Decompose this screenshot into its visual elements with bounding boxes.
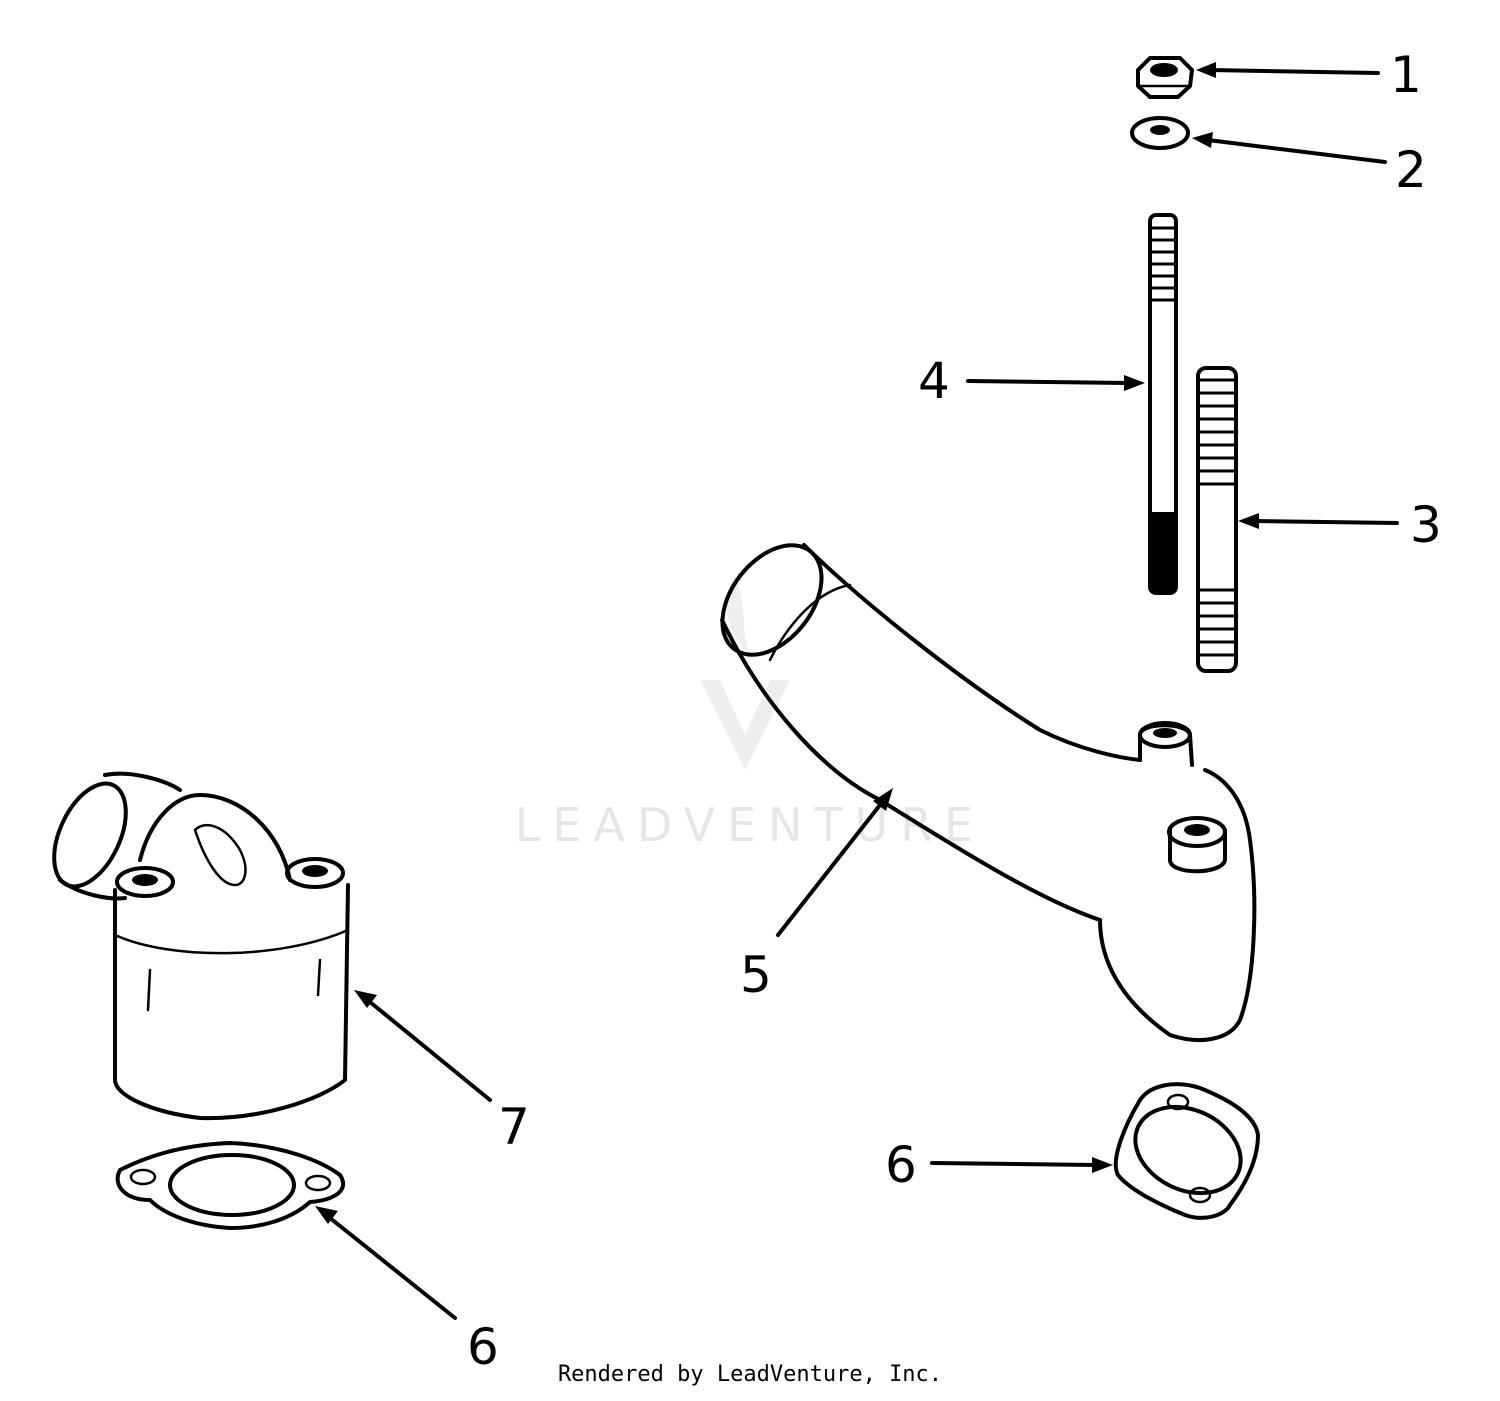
hex-nut-part[interactable] [1136,56,1194,99]
long-stud-part[interactable] [1148,213,1178,595]
elbow-manifold-part[interactable] [702,527,1257,1042]
leadventure-logo-watermark [700,575,790,770]
callout-6-right: 6 [885,1136,917,1194]
callout-5: 5 [740,946,772,1004]
short-stud-part[interactable] [1196,366,1238,673]
leader-arrow-3 [1238,513,1399,529]
leader-arrow-2 [1192,132,1387,164]
callout-1: 1 [1390,46,1422,104]
footer-credit: Rendered by LeadVenture, Inc. [557,1362,943,1387]
callout-4: 4 [918,352,950,410]
thermostat-housing-part[interactable] [40,771,350,1121]
callout-7: 7 [498,1098,530,1156]
leader-arrow-6-right [930,1157,1113,1173]
gasket-right-part[interactable] [1113,1082,1260,1220]
leader-arrow-6-left [315,1206,457,1320]
leader-arrow-1 [1196,62,1380,78]
leader-arrow-5 [776,788,893,937]
callout-3: 3 [1410,496,1442,554]
leader-arrow-4 [966,375,1145,391]
gasket-left-part[interactable] [115,1141,346,1230]
callout-2: 2 [1395,141,1427,199]
leader-arrow-7 [354,990,492,1102]
callout-6-left: 6 [467,1318,499,1376]
washer-part[interactable] [1130,116,1190,150]
watermark-text: LEADVENTURE [514,798,986,852]
